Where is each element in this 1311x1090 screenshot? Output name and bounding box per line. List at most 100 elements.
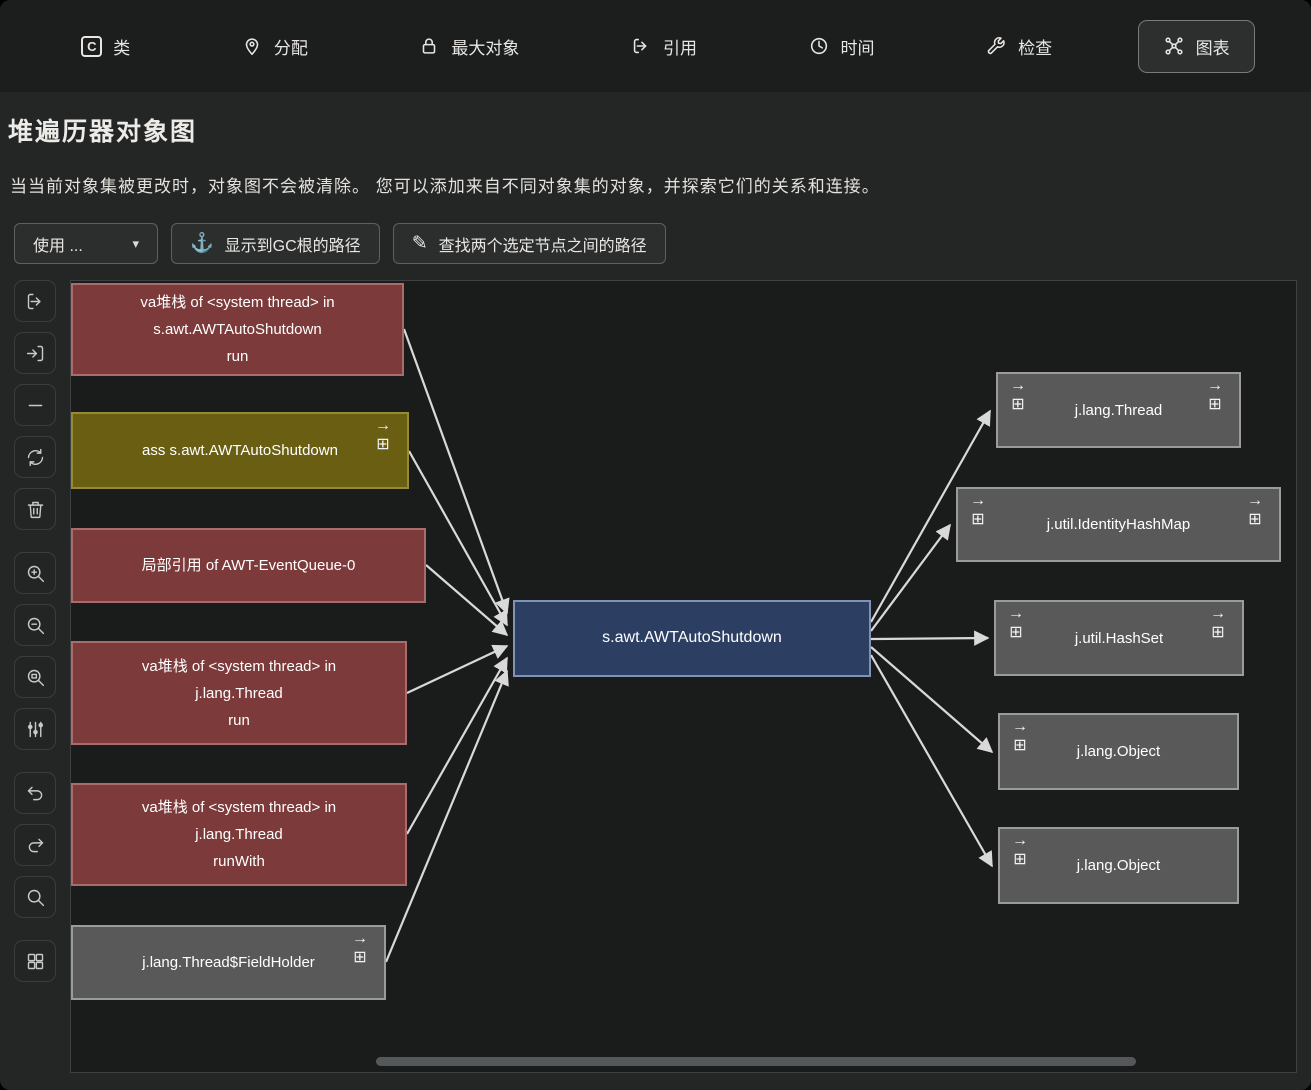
expand-plus-icon[interactable]: ⊞ [971,510,985,528]
allocation-icon [245,38,259,56]
graph-node-hashset[interactable]: j.util.HashSet→⊞→⊞ [994,600,1244,676]
tab-label: 类 [113,38,131,58]
expand-plus-icon[interactable]: ⊞ [376,435,390,453]
node-expand-controls: →⊞ [1012,718,1028,754]
tab-biggest-objects[interactable]: 最大对象 [393,20,544,73]
gc-root-button-label: 显示到GC根的路径 [224,237,361,255]
node-label: j.lang.Thread$FieldHolder [142,954,315,971]
expand-arrow-icon[interactable]: → [1010,377,1026,394]
inspect-wrench-icon [987,37,1005,55]
zoom-in-icon[interactable] [14,552,56,594]
graph-node-identityhashmap[interactable]: j.util.IdentityHashMap→⊞→⊞ [956,487,1281,562]
top-tab-bar: C 类 分配 最大对象 引用 时间 检查 图表 [0,0,1311,92]
filter-sliders-icon[interactable] [14,708,56,750]
node-label: j.lang.Object [1076,743,1161,760]
find-path-between-nodes-button[interactable]: ✎ 查找两个选定节点之间的路径 [392,223,666,264]
graph-side-toolbar [14,280,56,982]
tab-allocations[interactable]: 分配 [216,20,333,73]
expand-plus-icon[interactable]: ⊞ [1009,623,1023,641]
expand-arrow-icon[interactable]: → [1247,492,1263,509]
class-icon: C [81,35,103,57]
graph-node-awt-autoshutdown[interactable]: s.awt.AWTAutoShutdown [513,600,871,677]
biggest-objects-icon [423,38,436,54]
graph-node-thread-fieldholder[interactable]: j.lang.Thread$FieldHolder →⊞ [71,925,386,1000]
anchor-icon: ⚓ [190,233,214,254]
time-icon [810,37,827,55]
tab-label: 图表 [1195,38,1230,58]
graph-icon [1165,37,1183,55]
graph-node-class-awt-autoshutdown[interactable]: ass s.awt.AWTAutoShutdown →⊞ [71,412,409,489]
expand-arrow-icon[interactable]: → [1012,718,1028,735]
expand-arrow-icon[interactable]: → [1207,377,1223,394]
tab-label: 最大对象 [451,38,520,58]
use-button-label: 使用 ... [33,237,83,255]
graph-node-thread[interactable]: j.lang.Thread→⊞→⊞ [996,372,1241,448]
node-expand-controls: →⊞ [375,417,391,453]
tab-time[interactable]: 时间 [783,20,900,73]
expand-plus-icon[interactable]: ⊞ [1013,736,1027,754]
node-expand-controls: →⊞ [1210,605,1226,641]
grid-icon[interactable] [14,940,56,982]
expand-arrow-icon[interactable]: → [1012,832,1028,849]
expand-arrow-icon[interactable]: → [375,417,391,434]
search-icon[interactable] [14,876,56,918]
main-content: 堆遍历器对象图 当当前对象集被更改时，对象图不会被清除。 您可以添加来自不同对象… [0,92,1311,1073]
undo-icon[interactable] [14,772,56,814]
expand-arrow-icon[interactable]: → [970,492,986,509]
tab-classes[interactable]: C 类 [56,20,155,73]
references-icon [633,38,647,54]
use-dropdown-button[interactable]: 使用 ... ▾ [14,223,158,264]
tab-label: 检查 [1018,38,1053,58]
node-expand-controls: →⊞ [1008,605,1024,641]
refresh-icon[interactable] [14,436,56,478]
find-path-button-label: 查找两个选定节点之间的路径 [438,237,647,255]
horizontal-scrollbar[interactable] [376,1057,1136,1066]
export-icon[interactable] [14,280,56,322]
expand-plus-icon[interactable]: ⊞ [1248,510,1262,528]
zoom-out-icon[interactable] [14,604,56,646]
node-expand-controls: →⊞ [1012,832,1028,868]
node-label: j.util.IdentityHashMap [1046,516,1191,533]
expand-plus-icon[interactable]: ⊞ [1011,395,1025,413]
remove-icon[interactable] [14,384,56,426]
node-expand-controls: →⊞ [352,930,368,966]
expand-plus-icon[interactable]: ⊞ [353,948,367,966]
page-description: 当当前对象集被更改时，对象图不会被清除。 您可以添加来自不同对象集的对象，并探索… [10,177,880,196]
page-title: 堆遍历器对象图 [8,118,198,146]
chevron-down-icon: ▾ [132,235,139,251]
tab-inspections[interactable]: 检查 [960,20,1077,73]
redo-icon[interactable] [14,824,56,866]
graph-node-object-2[interactable]: j.lang.Object →⊞ [998,827,1239,904]
node-label: j.lang.Object [1076,857,1161,874]
expand-plus-icon[interactable]: ⊞ [1211,623,1225,641]
zoom-reset-icon[interactable] [14,656,56,698]
tab-references[interactable]: 引用 [605,20,722,73]
graph-node-local-ref-awt-eventqueue[interactable]: 局部引用 of AWT-EventQueue-0 [71,528,426,603]
node-expand-controls: →⊞ [970,492,986,528]
node-label: s.awt.AWTAutoShutdown [602,629,782,647]
node-expand-controls: →⊞ [1207,377,1223,413]
graph-node-object-1[interactable]: j.lang.Object →⊞ [998,713,1239,790]
node-label: 局部引用 of AWT-EventQueue-0 [141,557,356,574]
expand-plus-icon[interactable]: ⊞ [1013,850,1027,868]
action-button-row: 使用 ... ▾ ⚓ 显示到GC根的路径 ✎ 查找两个选定节点之间的路径 [14,223,1297,264]
node-expand-controls: →⊞ [1247,492,1263,528]
expand-arrow-icon[interactable]: → [1008,605,1024,622]
tab-label: 时间 [840,38,875,58]
expand-plus-icon[interactable]: ⊞ [1208,395,1222,413]
expand-arrow-icon[interactable]: → [352,930,368,947]
expand-arrow-icon[interactable]: → [1210,605,1226,622]
node-label: ass s.awt.AWTAutoShutdown [142,442,338,459]
delete-icon[interactable] [14,488,56,530]
tab-graph[interactable]: 图表 [1137,19,1255,73]
show-path-to-gc-root-button[interactable]: ⚓ 显示到GC根的路径 [171,223,380,264]
node-label: j.lang.Thread [1074,401,1163,419]
import-icon[interactable] [14,332,56,374]
